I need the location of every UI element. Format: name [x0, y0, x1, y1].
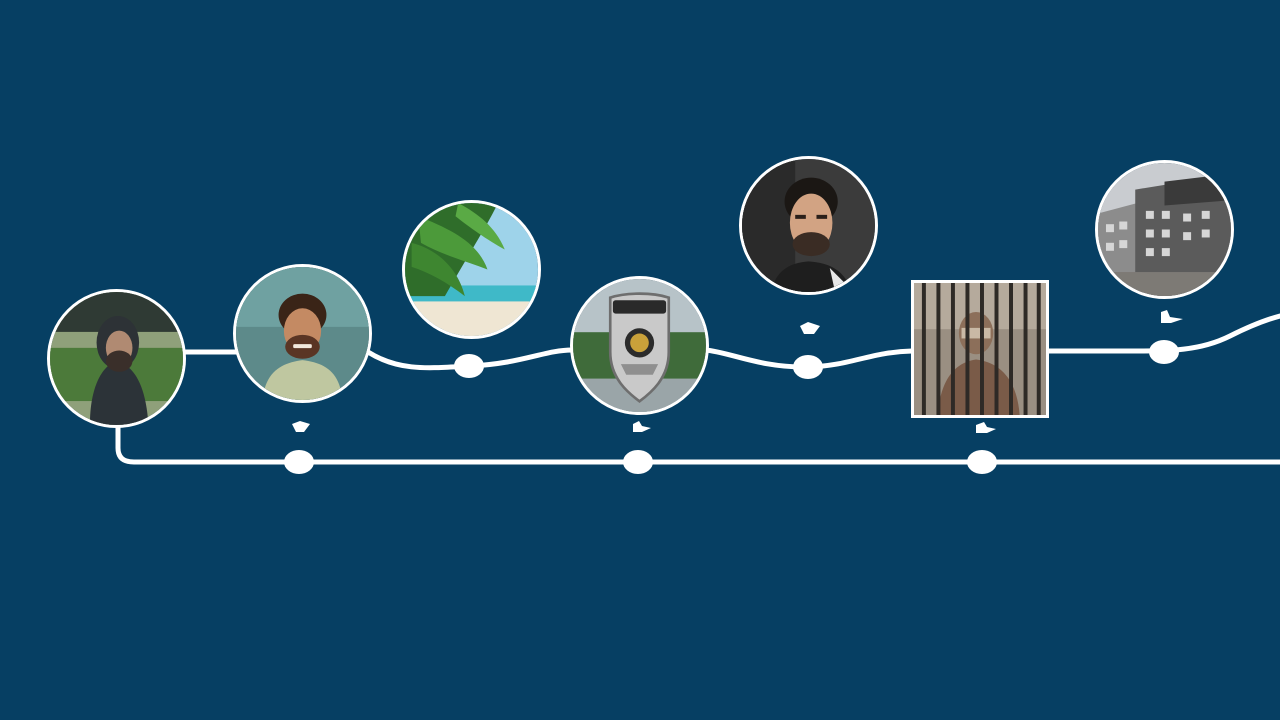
tag-marker-icon: [800, 322, 820, 334]
tag-marker-icon: [292, 421, 310, 432]
upper-node: [1149, 340, 1179, 364]
lower-node: [967, 450, 997, 474]
upper-node: [793, 355, 823, 379]
tag-marker-icon: [976, 422, 996, 433]
man-portrait-photo-icon: [739, 156, 878, 295]
tropical-beach-photo-icon: [402, 200, 541, 339]
building-photo-icon: [1095, 160, 1234, 299]
tag-marker-icon: [633, 421, 651, 432]
police-badge-photo-icon: [570, 276, 709, 415]
upper-node: [454, 354, 484, 378]
lower-node: [623, 450, 653, 474]
smiling-bearded-man-photo-icon: [233, 264, 372, 403]
hooded-man-photo-icon: [47, 289, 186, 428]
prison-bars-photo-icon: [911, 280, 1049, 418]
lower-track-line: [115, 423, 1280, 465]
tag-marker-icon: [1161, 310, 1183, 323]
lower-node: [284, 450, 314, 474]
